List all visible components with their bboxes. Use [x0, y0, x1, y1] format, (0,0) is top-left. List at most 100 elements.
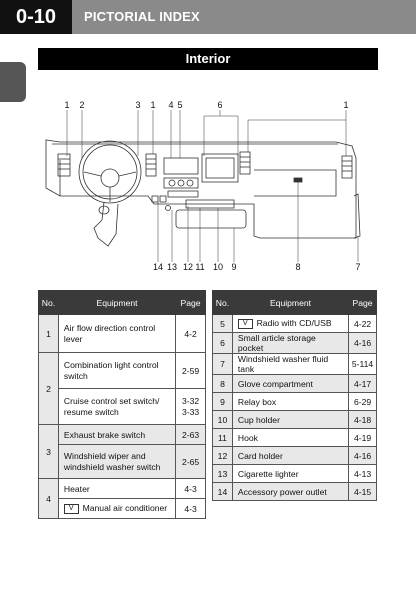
equipment-name: Cup holder	[231, 410, 350, 429]
column-header-equipment: Equipment	[231, 290, 350, 315]
callout-label: 9	[231, 262, 237, 272]
page-reference: 4-13	[348, 464, 377, 483]
equipment-name: Small article storage pocket	[231, 332, 350, 354]
callout-label: 8	[295, 262, 301, 272]
section-title: Interior	[38, 48, 378, 70]
equipment-name: Air flow direction control lever	[57, 314, 177, 353]
equipment-name: Combination light control switch	[57, 352, 177, 389]
row-number: 10	[212, 410, 233, 429]
table-row: 7 Windshield washer fluid tank 5-114	[212, 353, 377, 375]
table-row: 8 Glove compartment 4-17	[212, 374, 377, 393]
equipment-name: Exhaust brake switch	[57, 424, 177, 445]
row-number: 5	[212, 314, 233, 333]
callout-label: 1	[64, 100, 70, 110]
header-title: PICTORIAL INDEX	[84, 9, 200, 24]
row-number: 7	[212, 353, 233, 375]
callout-label: 2	[79, 100, 85, 110]
page-reference: 4-16	[348, 446, 377, 465]
callout-label: 6	[217, 100, 223, 110]
row-number: 6	[212, 332, 233, 354]
column-header-no: No.	[38, 290, 59, 315]
callout-label: 3	[135, 100, 141, 110]
row-number: 11	[212, 428, 233, 447]
table-row: 13 Cigarette lighter 4-13	[212, 464, 377, 483]
callout-label: 1	[150, 100, 156, 110]
page-reference: 4-17	[348, 374, 377, 393]
equipment-name-text: Radio with CD/USB	[256, 318, 332, 329]
dashboard-drawing	[45, 110, 361, 262]
column-header-equipment: Equipment	[57, 290, 177, 315]
page-reference: 4-22	[348, 314, 377, 333]
table-row: 6 Small article storage pocket 4-16	[212, 332, 377, 354]
page-reference: 4-16	[348, 332, 377, 354]
row-number: 3	[38, 424, 59, 479]
page-reference: 6-29	[348, 392, 377, 411]
equipment-name: Windshield wiper and windshield washer s…	[57, 444, 177, 479]
equipment-table-left: No. Equipment Page 1 Air flow direction …	[38, 290, 206, 519]
page-header: 0-10 PICTORIAL INDEX	[0, 0, 416, 34]
page-reference: 2-63	[175, 424, 206, 445]
table-row: Cruise control set switch/ resume switch…	[39, 388, 206, 425]
table-row: 10 Cup holder 4-18	[212, 410, 377, 429]
callout-label: 13	[166, 262, 177, 272]
table-row: 11 Hook 4-19	[212, 428, 377, 447]
equipment-name: Heater	[57, 478, 177, 499]
table-row: 3 Exhaust brake switch 2-63	[38, 424, 206, 479]
callout-label: 14	[152, 262, 163, 272]
row-number: 9	[212, 392, 233, 411]
callout-label: 1	[343, 100, 349, 110]
callout-label: 12	[182, 262, 193, 272]
equipment-name: Card holder	[231, 446, 350, 465]
table-row: 12 Card holder 4-16	[212, 446, 377, 465]
callout-label: 7	[355, 262, 361, 272]
table-row: 9 Relay box 6-29	[212, 392, 377, 411]
equipment-name: Relay box	[231, 392, 350, 411]
row-number: 4	[38, 478, 59, 519]
equipment-name: Cruise control set switch/ resume switch	[57, 388, 177, 425]
row-number: 12	[212, 446, 233, 465]
table-row: 4 Heater 4-3	[38, 478, 206, 519]
equipment-name: Accessory power outlet	[231, 482, 350, 501]
equipment-name: Hook	[231, 428, 350, 447]
callout-label: 10	[212, 262, 223, 272]
page-reference: 3-32 3-33	[175, 388, 206, 425]
callout-label: 5	[177, 100, 183, 110]
column-header-no: No.	[212, 290, 233, 315]
row-number: 1	[38, 314, 59, 353]
chapter-tab	[0, 62, 26, 102]
page-reference: 4-3	[175, 498, 206, 519]
table-row: Windshield wiper and windshield washer s…	[39, 444, 206, 479]
interior-illustration: 1 2 3 1 4 5 6 1 14 13 12 11 10 9 8 7	[36, 96, 380, 274]
page-reference: 4-19	[348, 428, 377, 447]
table-row: 2 Combination light control switch 2-59	[38, 352, 206, 425]
page-reference: 2-65	[175, 444, 206, 479]
page-reference: 4-15	[348, 482, 377, 501]
row-number: 14	[212, 482, 233, 501]
page-reference: 2-59	[175, 352, 206, 389]
callout-label: 11	[195, 262, 205, 272]
page-reference: 4-18	[348, 410, 377, 429]
callout-label: 4	[168, 100, 174, 110]
column-header-page: Page	[348, 290, 377, 315]
page-reference: 4-3	[175, 478, 206, 499]
table-row: 1 Air flow direction control lever 4-2	[38, 314, 206, 353]
row-number: 2	[38, 352, 59, 425]
v-badge: V	[237, 318, 253, 329]
equipment-name: Cigarette lighter	[231, 464, 350, 483]
equipment-name-text: Manual air conditioner	[82, 503, 168, 514]
page-reference: 5-114	[348, 353, 377, 375]
equipment-name: Windshield washer fluid tank	[231, 353, 350, 375]
page-number: 0-10	[0, 0, 72, 34]
page-reference: 4-2	[175, 314, 206, 353]
table-header-row: No. Equipment Page	[38, 290, 206, 315]
table-header-row: No. Equipment Page	[212, 290, 377, 315]
row-number: 13	[212, 464, 233, 483]
equipment-name: Glove compartment	[231, 374, 350, 393]
v-badge: V	[63, 503, 79, 514]
row-number: 8	[212, 374, 233, 393]
